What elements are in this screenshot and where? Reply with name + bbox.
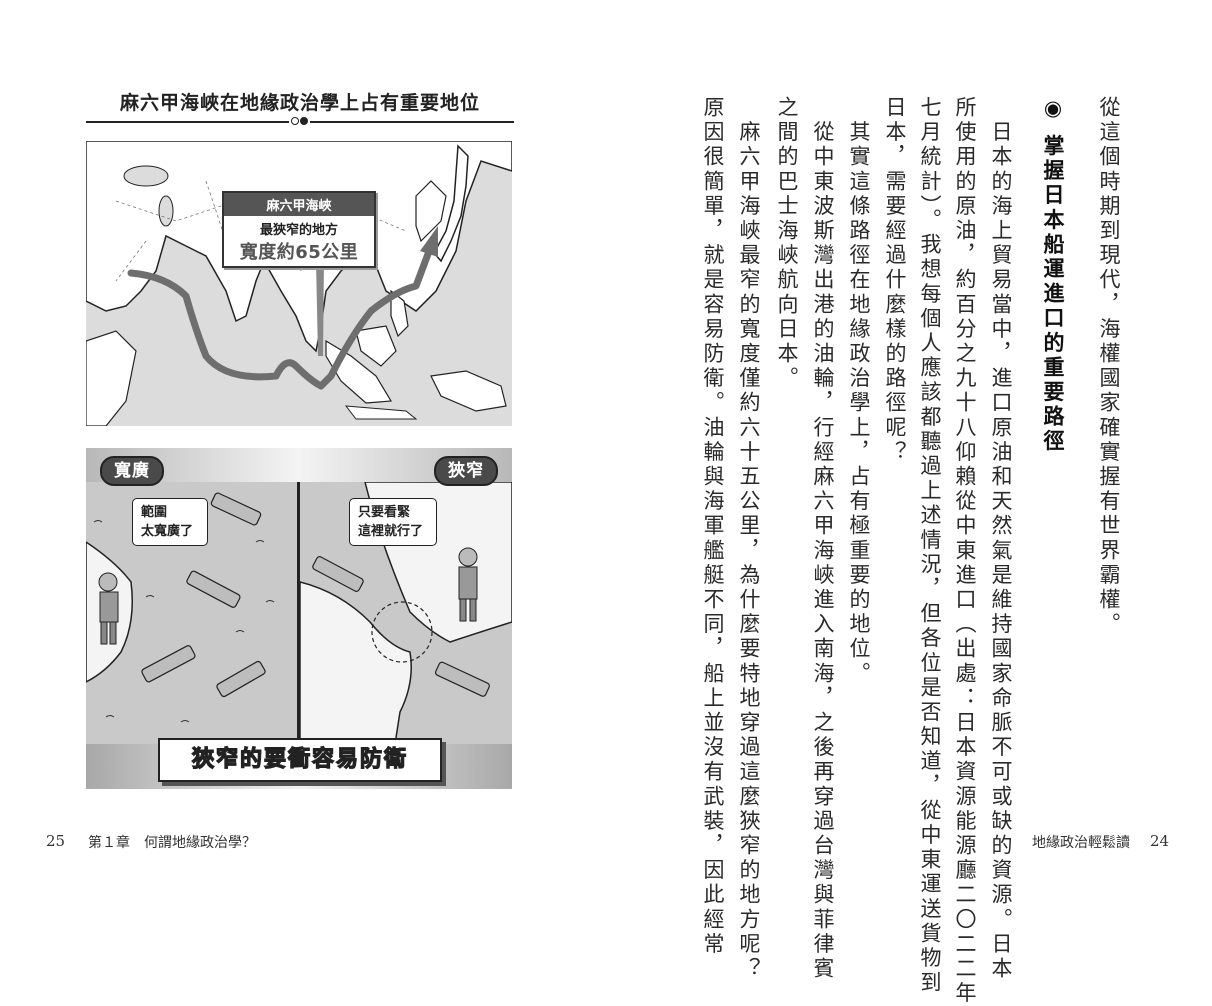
wide-tag: 寬廣	[100, 456, 164, 486]
wide-speech-bubble: 範圍 太寬廣了	[132, 498, 208, 546]
text-column-5: 七月統計）。我想每個人應該都聽過上述情況，但各位是否知道，從中東運送貨物到	[918, 96, 942, 996]
wide-sea-panel	[86, 482, 297, 744]
wide-vs-narrow-cartoon: 寬廣 狹窄 範圍 太寬廣了 只要看緊 這裡就行了 狹窄的要衝容易防衛	[86, 448, 512, 789]
narrow-tag: 狹窄	[434, 456, 498, 486]
text-column-10: 麻六甲海峽最窄的寬度僅約六十五公里，為什麼要特地穿過這麼狹窄的地方呢？	[737, 96, 761, 982]
text-column-4: 所使用的原油，約百分之九十八仰賴從中東進口（出處：日本資源能源廳二〇二二年	[953, 96, 977, 1006]
bubble-line: 太寬廣了	[141, 524, 194, 539]
chapter-running-head: 第１章 何謂地緣政治學？	[88, 835, 256, 851]
left-page-number: 25	[46, 832, 66, 850]
wide-sea-illustration	[86, 492, 275, 723]
confident-man-icon	[458, 547, 478, 622]
bubble-line: 範圍	[141, 505, 168, 520]
malacca-callout: 麻六甲海峽 最狹窄的地方 寬度約65公里	[222, 191, 376, 268]
divider-ornament-icon	[289, 117, 310, 125]
asia-map-illustration	[86, 141, 512, 426]
callout-narrowest-label: 最狹窄的地方	[259, 223, 338, 238]
figure-title: 麻六甲海峽在地緣政治學上占有重要地位	[119, 92, 480, 114]
text-column-3: 日本的海上貿易當中，進口原油和天然氣是維持國家命脈不可或缺的資源。日本	[989, 96, 1013, 982]
malacca-strait-map	[86, 141, 512, 426]
text-column-11: 原因很簡單，就是容易防衛。油輪與海軍艦艇不同，船上並沒有武裝，因此經常	[701, 96, 725, 957]
text-column-7: 其實這條路徑在地緣政治學上，占有極重要的地位。	[847, 96, 871, 687]
text-column-6: 日本，需要經過什麼樣的路徑呢？	[883, 96, 907, 465]
callout-header: 麻六甲海峽	[224, 193, 374, 216]
left-page: 麻六甲海峽在地緣政治學上占有重要地位 麻六甲海峽 最狹窄的地方	[0, 0, 606, 900]
cartoon-caption-banner: 狹窄的要衝容易防衛	[158, 738, 442, 782]
bubble-line: 只要看緊	[358, 505, 411, 520]
bubble-line: 這裡就行了	[358, 524, 424, 539]
narrow-speech-bubble: 只要看緊 這裡就行了	[349, 498, 437, 546]
text-column-9: 之間的巴士海峽航向日本。	[775, 96, 799, 392]
text-column-1: 從這個時期到現代，海權國家確實握有世界霸權。	[1097, 96, 1121, 638]
panel-divider	[297, 482, 300, 744]
callout-width-value: 寬度約65公里	[239, 242, 359, 263]
text-column-8: 從中東波斯灣出港的油輪，行經麻六甲海峽進入南海，之後再穿過台灣與菲律賓	[811, 96, 835, 982]
book-running-head: 地緣政治輕鬆讀	[1032, 835, 1130, 851]
right-page-number: 24	[1150, 832, 1170, 850]
chokepoint-circle	[371, 601, 433, 663]
section-heading: ◉ 掌握日本船運進口的重要路徑	[1041, 96, 1065, 455]
worried-man-icon	[98, 572, 119, 645]
